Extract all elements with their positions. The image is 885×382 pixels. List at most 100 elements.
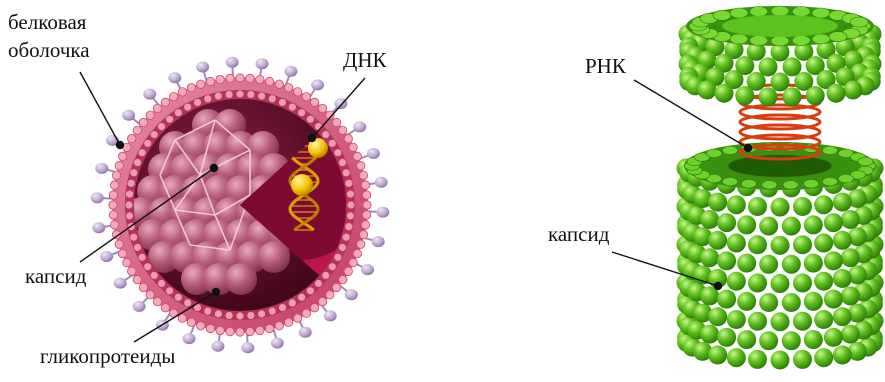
- glycoprotein-knob: [91, 192, 104, 203]
- membrane-bead: [216, 326, 224, 334]
- glycoprotein-knob: [95, 163, 108, 174]
- capsomere: [804, 215, 823, 234]
- leader-dot: [745, 145, 752, 152]
- glycoprotein-knob: [324, 310, 337, 321]
- capsomere: [748, 273, 767, 292]
- capsomere: [700, 210, 719, 229]
- membrane-bead: [268, 95, 276, 103]
- membrane-bead: [226, 74, 234, 82]
- membrane-bead: [342, 169, 350, 177]
- membrane-bead: [184, 299, 192, 307]
- capsomere: [708, 345, 727, 364]
- membrane-bead: [236, 74, 244, 82]
- membrane-bead: [150, 271, 158, 279]
- membrane-bead: [332, 118, 340, 126]
- membrane-bead: [128, 134, 136, 142]
- membrane-bead: [109, 191, 117, 199]
- membrane-bead: [284, 83, 292, 91]
- membrane-bead: [265, 324, 273, 332]
- membrane-bead: [246, 74, 254, 82]
- capsomere: [793, 312, 812, 331]
- capsomere: [735, 86, 754, 105]
- membrane-bead: [363, 201, 371, 209]
- membrane-bead: [109, 201, 117, 209]
- membrane-bead: [353, 249, 361, 257]
- capsomere: [748, 197, 767, 216]
- membrane-bead: [214, 310, 222, 318]
- capsomere: [727, 310, 746, 329]
- membrane-bead: [187, 83, 195, 91]
- membrane-bead: [284, 318, 292, 326]
- capsomere: [793, 273, 812, 292]
- membrane-bead: [275, 80, 283, 88]
- glycoprotein-knob: [345, 289, 358, 300]
- glycoprotein-knob: [168, 72, 181, 83]
- membrane-bead: [204, 95, 212, 103]
- membrane-bead: [258, 310, 266, 318]
- capsomere: [759, 331, 778, 350]
- rim-capsomere: [713, 10, 731, 20]
- membrane-bead: [362, 211, 370, 219]
- membrane-bead: [310, 98, 318, 106]
- membrane-bead: [197, 80, 205, 88]
- capsomere: [814, 348, 833, 367]
- membrane-bead: [125, 201, 133, 209]
- membrane-bead: [302, 93, 310, 101]
- membrane-bead: [194, 98, 202, 106]
- rim-capsomere: [750, 35, 768, 45]
- membrane-bead: [339, 275, 347, 283]
- capsomere: [700, 248, 719, 267]
- membrane-bead: [226, 327, 234, 335]
- rim-capsomere: [762, 181, 777, 190]
- membrane-bead: [187, 318, 195, 326]
- membrane-bead: [339, 126, 347, 134]
- membrane-bead: [169, 93, 177, 101]
- capsomere: [771, 274, 790, 293]
- membrane-bead: [126, 190, 134, 198]
- capsomere: [727, 348, 746, 367]
- membrane-bead: [144, 139, 152, 147]
- membrane-bead: [345, 179, 353, 187]
- membrane-bead: [298, 293, 306, 301]
- capsomere: [748, 350, 767, 369]
- glycoprotein-knob: [372, 236, 385, 247]
- rim-capsomere: [812, 34, 830, 44]
- membrane-bead: [332, 283, 340, 291]
- glycoprotein-knob: [256, 58, 269, 69]
- glycoprotein-knob: [133, 301, 146, 312]
- capsomere: [833, 231, 852, 250]
- capsomere: [793, 235, 812, 254]
- membrane-bead: [153, 297, 161, 305]
- rim-capsomere: [792, 7, 810, 17]
- membrane-bead: [166, 287, 174, 295]
- leader-dot: [211, 165, 218, 172]
- rim-capsomere: [783, 181, 798, 190]
- capsid-top-ring: [679, 6, 882, 106]
- membrane-bead: [362, 191, 370, 199]
- label-capsid-right: капсид: [548, 222, 609, 246]
- membrane-bead: [361, 181, 369, 189]
- membrane-bead: [178, 314, 186, 322]
- membrane-bead: [302, 309, 310, 317]
- membrane-bead: [204, 307, 212, 315]
- membrane-bead: [236, 328, 244, 336]
- capsomere: [717, 251, 736, 270]
- membrane-bead: [278, 304, 286, 312]
- capsomere: [727, 272, 746, 291]
- label-dna: ДНК: [343, 48, 387, 72]
- membrane-bead: [112, 171, 120, 179]
- membrane-bead: [293, 88, 301, 96]
- glycoprotein-knob: [367, 148, 380, 159]
- membrane-bead: [118, 152, 126, 160]
- capsomere: [824, 251, 843, 270]
- glycoprotein-knob: [376, 207, 389, 218]
- membrane-bead: [236, 90, 244, 98]
- rim-capsomere: [792, 35, 810, 45]
- capsomere: [737, 292, 756, 311]
- rim-capsomere: [822, 146, 837, 155]
- membrane-bead: [123, 258, 131, 266]
- membrane-bead: [133, 243, 141, 251]
- capsomere: [717, 328, 736, 347]
- membrane-bead: [288, 103, 296, 111]
